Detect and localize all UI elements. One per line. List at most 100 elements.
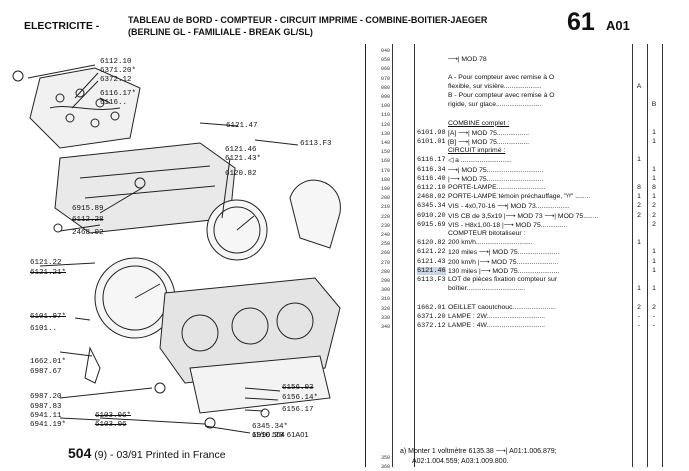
part-label: 6103.06* [95,412,132,420]
section-title: ELECTRICITE - [24,20,100,32]
line-number: 250 [380,241,390,248]
line-number: 230 [380,222,390,229]
part-number: 6121.43 [417,257,446,266]
part-number: 6101.01 [417,138,446,146]
qty-col-a: 1 [637,239,641,247]
part-description: LOT de pièces fixation compteur sur [448,276,558,283]
qty-col-b: - [652,312,656,320]
exploded-diagram: 6112.10 6371.20* 6372.12 6116.17* 6116..… [0,48,365,443]
table-row: 070 A - Pour compteur avec remise à O [366,74,682,83]
line-number: 100 [380,103,390,110]
part-label: 2468.02 [72,229,104,237]
table-row: 310 [366,294,682,303]
line-number: 190 [380,186,390,192]
part-label: 6121.21* [30,269,67,277]
column-divider [392,44,393,467]
part-label: 6987.20 [30,393,62,401]
qty-col-b: 1 [652,248,656,256]
part-label: 6113.F3 [300,140,332,148]
table-row: 040 [366,46,682,55]
footer-ref: 11/90 504 61A01 [252,430,309,439]
part-label: 6915.89 [72,205,104,213]
part-description: A - Pour compteur avec remise à O [448,73,555,81]
qty-col-a: 1 [637,193,641,201]
line-number: 360 [380,464,390,470]
part-description: OEILLET caoutchouc......................… [448,303,556,311]
part-label: 6101.97* [30,313,67,321]
part-label: 6120.82 [225,170,257,178]
part-number: 2468.02 [417,193,446,202]
table-row: 170 6116.34⟶| MOD 75.....................… [366,166,682,175]
part-label: 6941.19* [30,421,67,429]
footnote: a) Monter 1 voltmètre 6135.38 ⟶| A01:1.0… [400,447,557,467]
line-number: 070 [380,75,390,82]
part-description: LAMPE : 2W..............................… [448,312,546,320]
part-number: 6371.20 [417,312,446,321]
part-description: VIS - 4x0,70-16 ⟶| MOD 73...............… [448,203,570,211]
part-label: 6101.. [30,325,58,333]
part-description: COMPTEUR bitotaliseur : [448,230,526,237]
line-number: 320 [380,305,390,312]
qty-col-b: 1 [652,174,656,182]
title-line-2: (BERLINE GL - FAMILIALE - BREAK GL/SL) [128,27,313,37]
part-number: 6121.22 [417,248,446,257]
line-number: 150 [380,149,390,156]
part-description: ◁ a ........................... [448,157,512,165]
part-number: 6345.34 [417,202,446,211]
line-number: 340 [380,324,390,330]
qty-col-b: 1 [652,193,656,201]
part-number: 6116.34 [417,165,446,174]
line-number: 280 [380,268,390,275]
part-description: ⟶| MOD 75.............................. [448,166,544,174]
line-number: 080 [380,84,390,91]
line-number: 130 [380,130,390,137]
line-number: 260 [380,250,390,257]
qty-col-b: 1 [652,165,656,173]
part-number: 6112.10 [417,184,446,192]
part-description: VIS CB de 3,5x19 |⟶ MOD 73 ⟶| MOD 75....… [448,212,599,220]
part-description: LAMPE : 4W..............................… [448,322,546,329]
diagram-drawing [12,64,341,434]
qty-col-b: 1 [652,138,656,145]
part-description: |⟶ MOD 75.............................. [448,175,544,183]
table-row: 100 rigide, sur glace...................… [366,101,682,110]
qty-col-a: 2 [637,202,641,210]
line-number: 310 [380,296,390,303]
qty-col-b: 1 [652,285,656,293]
doc-footer: 504 (9) - 03/91 Printed in France [68,445,226,461]
part-description: CIRCUIT imprimé : [448,147,506,155]
part-label: 6112.28 [72,216,104,224]
doc-number: 504 [68,445,92,461]
line-number: 140 [380,140,390,146]
part-description: 200 km/h.............................. [448,239,533,247]
part-number: 6915.69 [417,220,446,229]
qty-col-a: - [637,312,641,320]
table-row: 350 [366,453,682,462]
part-label: 6112.10 [100,58,132,66]
line-number: 240 [380,232,390,238]
part-description: B - Pour compteur avec remise à O [448,92,555,99]
line-number: 120 [380,121,390,128]
page-ref: A01 [606,18,630,33]
qty-col-a: A [636,82,642,90]
line-number: 170 [380,167,390,174]
part-label: 6941.11 [30,412,62,420]
part-label: 6987.83 [30,403,62,411]
qty-col-b: 2 [652,303,656,311]
part-label: 6116.17* [100,90,137,98]
line-number: 040 [380,48,390,54]
part-description: PORTE-LAMPE témoin préchauffage, "ᵞᵞ" ..… [448,193,591,201]
part-label: 6156.03 [282,384,314,392]
line-number: 330 [380,314,390,321]
qty-col-a: 1 [637,285,641,293]
title-line-1: TABLEAU de BORD - COMPTEUR - CIRCUIT IMP… [128,15,488,25]
